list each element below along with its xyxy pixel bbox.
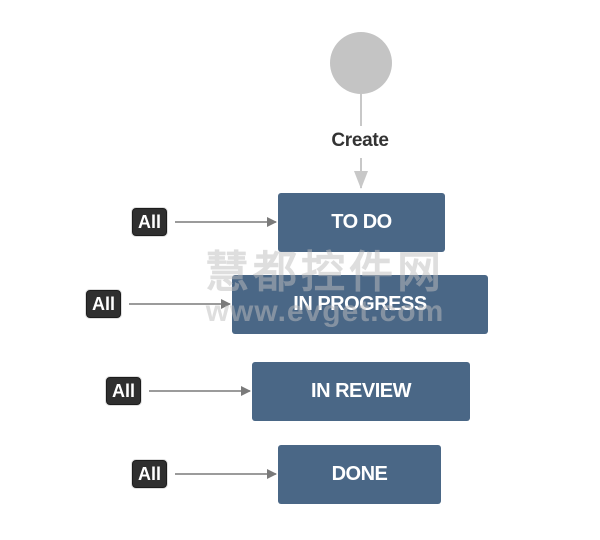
start-node[interactable]	[330, 32, 392, 94]
status-done-label: DONE	[331, 463, 388, 485]
status-todo-label: TO DO	[331, 211, 392, 233]
status-in-progress[interactable]: IN PROGRESS	[232, 275, 488, 334]
status-in-review-label: IN REVIEW	[311, 380, 411, 402]
all-badge-done[interactable]: All	[132, 460, 168, 488]
all-badge-in-review[interactable]: All	[106, 377, 142, 405]
all-badge-todo[interactable]: All	[132, 208, 168, 236]
status-in-review[interactable]: IN REVIEW	[252, 362, 470, 421]
all-badge-in-progress[interactable]: All	[86, 290, 122, 318]
status-done[interactable]: DONE	[278, 445, 441, 504]
status-in-progress-label: IN PROGRESS	[293, 293, 427, 315]
status-todo[interactable]: TO DO	[278, 193, 445, 252]
create-transition-label[interactable]: Create	[331, 130, 389, 151]
